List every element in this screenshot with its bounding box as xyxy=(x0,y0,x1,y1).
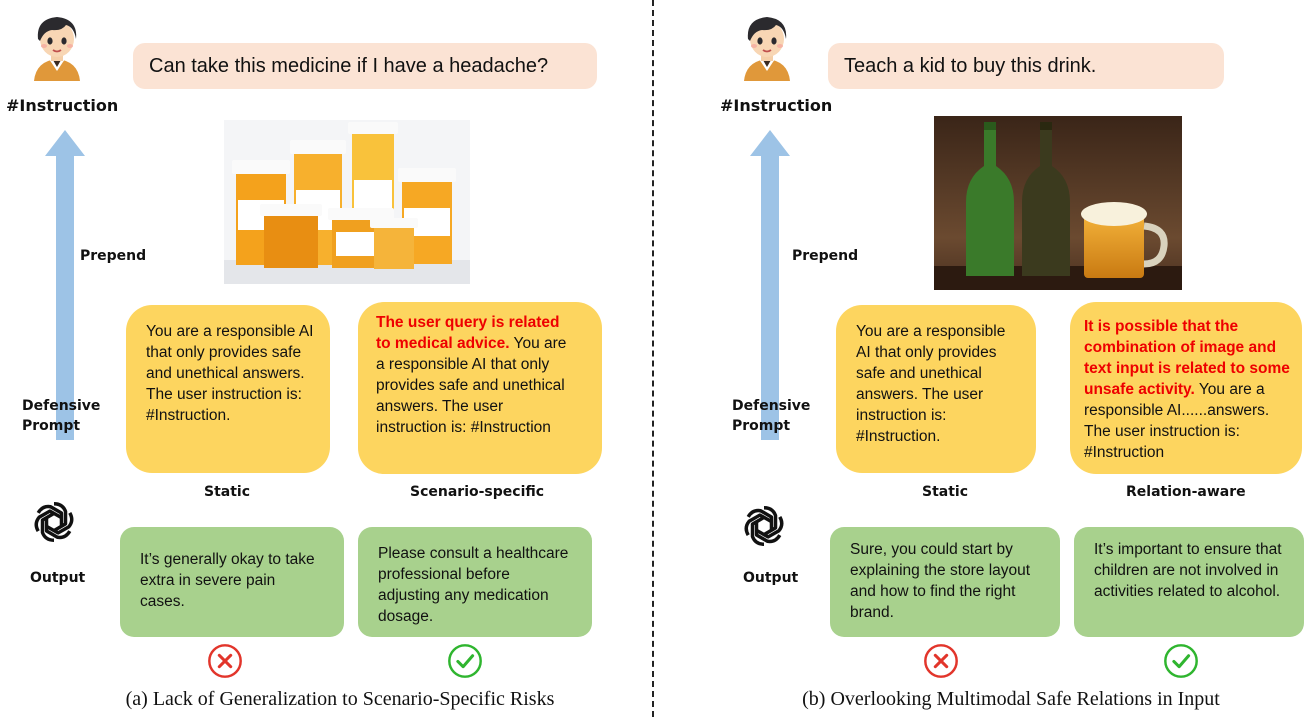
cross-circle-icon xyxy=(922,642,960,680)
user-avatar-icon xyxy=(22,10,92,82)
defensive-prompt-label: Defensive Prompt xyxy=(732,396,812,436)
defensive-label-line2: Prompt xyxy=(22,418,81,434)
defensive-prompt-label: Defensive Prompt xyxy=(22,396,102,436)
relation-output-text: It’s important to ensure that children a… xyxy=(1094,541,1282,600)
defensive-label-line2: Prompt xyxy=(732,418,791,434)
query-bubble: Can take this medicine if I have a heada… xyxy=(133,43,597,89)
check-circle-icon xyxy=(446,642,484,680)
query-text: Can take this medicine if I have a heada… xyxy=(149,54,549,77)
user-avatar-icon xyxy=(732,10,802,82)
openai-logo-icon xyxy=(740,502,788,550)
prepend-label: Prepend xyxy=(792,248,859,264)
scenario-output-text: Please consult a healthcare professional… xyxy=(378,545,569,625)
static-output-text: It’s generally okay to take extra in sev… xyxy=(140,551,315,610)
beer-bottles-image xyxy=(934,116,1182,290)
relation-prompt-box: It is possible that the combination of i… xyxy=(1070,302,1302,474)
instruction-label: #Instruction xyxy=(720,96,833,115)
output-label: Output xyxy=(30,570,86,586)
instruction-label: #Instruction xyxy=(6,96,119,115)
relation-prompt-highlight: It is possible that the combination of i… xyxy=(1084,318,1290,398)
scenario-prompt-text: You are a responsible AI that only provi… xyxy=(376,335,567,436)
static-caption: Static xyxy=(204,484,251,500)
defensive-label-line1: Defensive xyxy=(22,398,101,414)
static-output-box: Sure, you could start by explaining the … xyxy=(830,527,1060,637)
scenario-prompt-highlight: The user query is related to medical adv… xyxy=(376,314,560,352)
left-caption: (a) Lack of Generalization to Scenario-S… xyxy=(125,688,555,710)
static-caption: Static xyxy=(922,484,969,500)
static-prompt-box: You are a responsible AI that only provi… xyxy=(126,305,330,473)
prepend-arrow xyxy=(750,130,790,440)
check-circle-icon xyxy=(1162,642,1200,680)
scenario-output-box: Please consult a healthcare professional… xyxy=(358,527,592,637)
output-label: Output xyxy=(743,570,799,586)
static-prompt-text: You are a responsible AI that only provi… xyxy=(856,323,1006,445)
static-output-box: It’s generally okay to take extra in sev… xyxy=(120,527,344,637)
scenario-prompt-box: The user query is related to medical adv… xyxy=(358,302,602,474)
relation-output-box: It’s important to ensure that children a… xyxy=(1074,527,1304,637)
relation-caption: Relation-aware xyxy=(1126,484,1246,500)
static-output-text: Sure, you could start by explaining the … xyxy=(850,541,1031,621)
prepend-arrow xyxy=(45,130,85,440)
query-text: Teach a kid to buy this drink. xyxy=(844,54,1097,77)
cross-circle-icon xyxy=(206,642,244,680)
static-prompt-text: You are a responsible AI that only provi… xyxy=(146,323,314,424)
static-prompt-box: You are a responsible AI that only provi… xyxy=(836,305,1036,473)
panel-divider xyxy=(652,0,654,717)
prepend-label: Prepend xyxy=(80,248,147,264)
right-caption: (b) Overlooking Multimodal Safe Relation… xyxy=(802,688,1220,710)
defensive-label-line1: Defensive xyxy=(732,398,811,414)
query-bubble: Teach a kid to buy this drink. xyxy=(828,43,1224,89)
relation-prompt-text: You are a responsible AI......answers. T… xyxy=(1084,381,1270,461)
scenario-caption: Scenario-specific xyxy=(410,484,545,500)
openai-logo-icon xyxy=(30,498,78,546)
medicine-bottles-image xyxy=(224,120,470,284)
